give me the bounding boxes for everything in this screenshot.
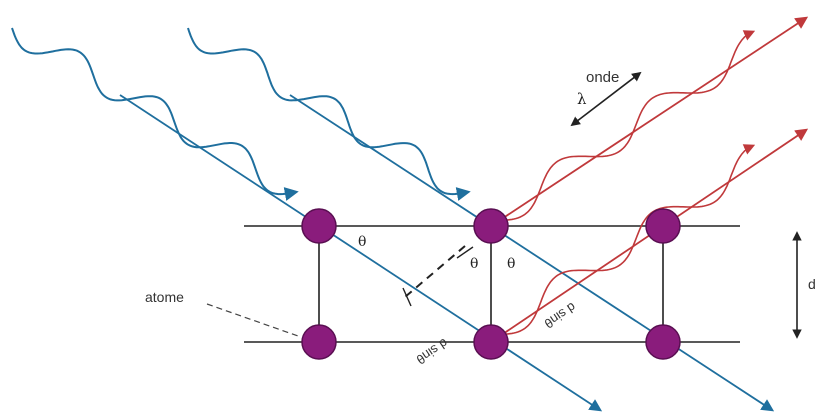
atom [301, 208, 337, 244]
incident-wave-1 [11, 27, 299, 201]
diffracted-ray-1 [490, 16, 809, 227]
path-difference-tick-top [456, 246, 474, 259]
atoms [301, 208, 681, 360]
diffracted-wave-2 [492, 144, 756, 335]
wavelength-label: λ [577, 90, 587, 108]
atom [301, 324, 337, 360]
wave-label: onde [586, 69, 619, 86]
atom-pointer-line [206, 303, 299, 337]
atom [645, 208, 681, 244]
atom-label: atome [145, 289, 184, 305]
incident-rays [11, 27, 775, 412]
atom [473, 324, 509, 360]
incident-wave-2 [187, 27, 471, 201]
atom [645, 324, 681, 360]
theta-label-right: θ [507, 256, 515, 272]
incident-ray-1 [119, 94, 603, 412]
incident-ray-2 [289, 94, 775, 412]
path-difference-label-left: d sinθ [414, 336, 451, 368]
path-difference-tick-bottom [402, 287, 412, 307]
atom [473, 208, 509, 244]
spacing-label: d [808, 276, 815, 292]
theta-label-incident: θ [358, 234, 366, 250]
diffracted-wave-1 [492, 30, 756, 221]
diffracted-rays [490, 16, 809, 343]
path-difference-construction [404, 245, 466, 298]
theta-label-left: θ [470, 256, 478, 272]
wavelength-arrow [570, 71, 642, 127]
